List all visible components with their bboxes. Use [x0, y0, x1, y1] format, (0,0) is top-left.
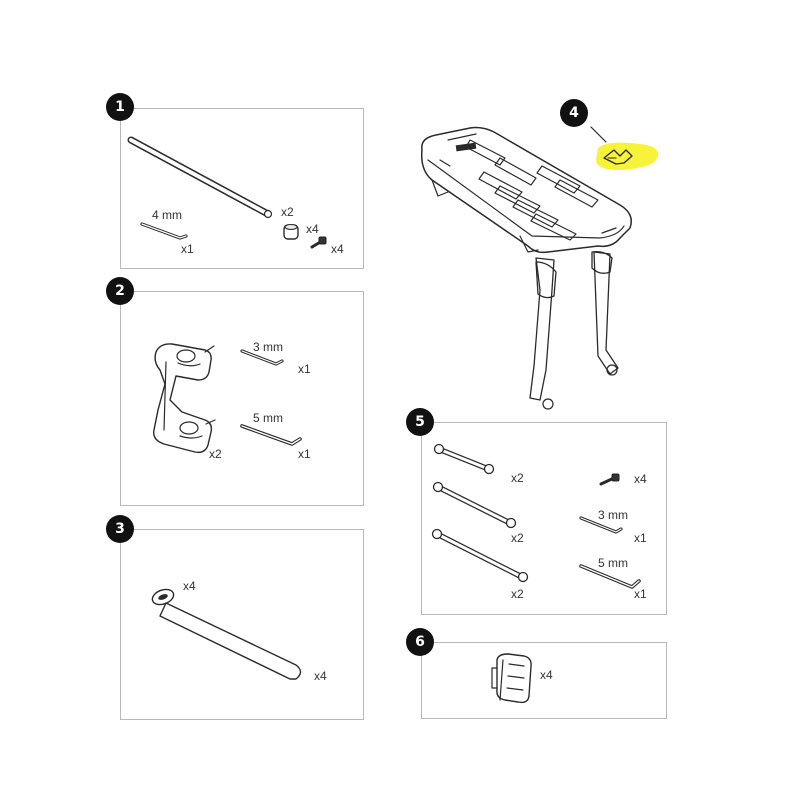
section-badge-1: 1	[106, 93, 134, 121]
qty-label: x1	[634, 531, 647, 545]
panel-3	[120, 529, 364, 720]
section-badge-3: 3	[106, 515, 134, 543]
screw-icon	[310, 236, 327, 249]
section-badge-5: 5	[406, 408, 434, 436]
section-badge-4: 4	[560, 99, 588, 127]
arm-short-icon	[433, 443, 495, 475]
bolt-icon	[599, 473, 620, 486]
allen-key-3mm-icon	[240, 349, 284, 366]
mount-clamp-icon	[153, 343, 216, 454]
allen-key-5mm-icon	[240, 424, 302, 446]
size-label: 5 mm	[253, 411, 283, 425]
qty-label: x1	[298, 362, 311, 376]
rod-icon	[127, 136, 273, 219]
size-label: 3 mm	[598, 508, 628, 522]
qty-label: x1	[298, 447, 311, 461]
allen-key-5mm-small-icon	[579, 564, 641, 589]
qty-label: x2	[511, 471, 524, 485]
qty-label: x2	[209, 447, 222, 461]
key-icon	[603, 149, 633, 165]
qty-label: x4	[331, 242, 344, 256]
section-badge-6: 6	[406, 628, 434, 656]
allen-key-3mm-small-icon	[579, 516, 623, 534]
qty-label: x4	[314, 669, 327, 683]
qty-label: x2	[281, 205, 294, 219]
qty-label: x1	[634, 587, 647, 601]
reflector-clip-icon	[491, 653, 532, 704]
size-label: 4 mm	[152, 208, 182, 222]
section-badge-2: 2	[106, 277, 134, 305]
qty-label: x4	[540, 668, 553, 682]
allen-key-4mm-icon	[140, 222, 188, 240]
arm-long-icon	[431, 528, 529, 583]
rear-rack-icon	[420, 126, 632, 410]
qty-label: x4	[634, 472, 647, 486]
callout-line	[590, 126, 607, 143]
strap-icon	[151, 588, 302, 680]
qty-label: x4	[306, 222, 319, 236]
arm-medium-icon	[432, 481, 517, 529]
qty-label: x4	[183, 579, 196, 593]
spacer-icon	[283, 224, 299, 240]
qty-label: x2	[511, 587, 524, 601]
size-label: 5 mm	[598, 556, 628, 570]
qty-label: x2	[511, 531, 524, 545]
qty-label: x1	[181, 242, 194, 256]
highlight-mark	[596, 142, 659, 170]
size-label: 3 mm	[253, 340, 283, 354]
panel-6	[421, 642, 667, 719]
